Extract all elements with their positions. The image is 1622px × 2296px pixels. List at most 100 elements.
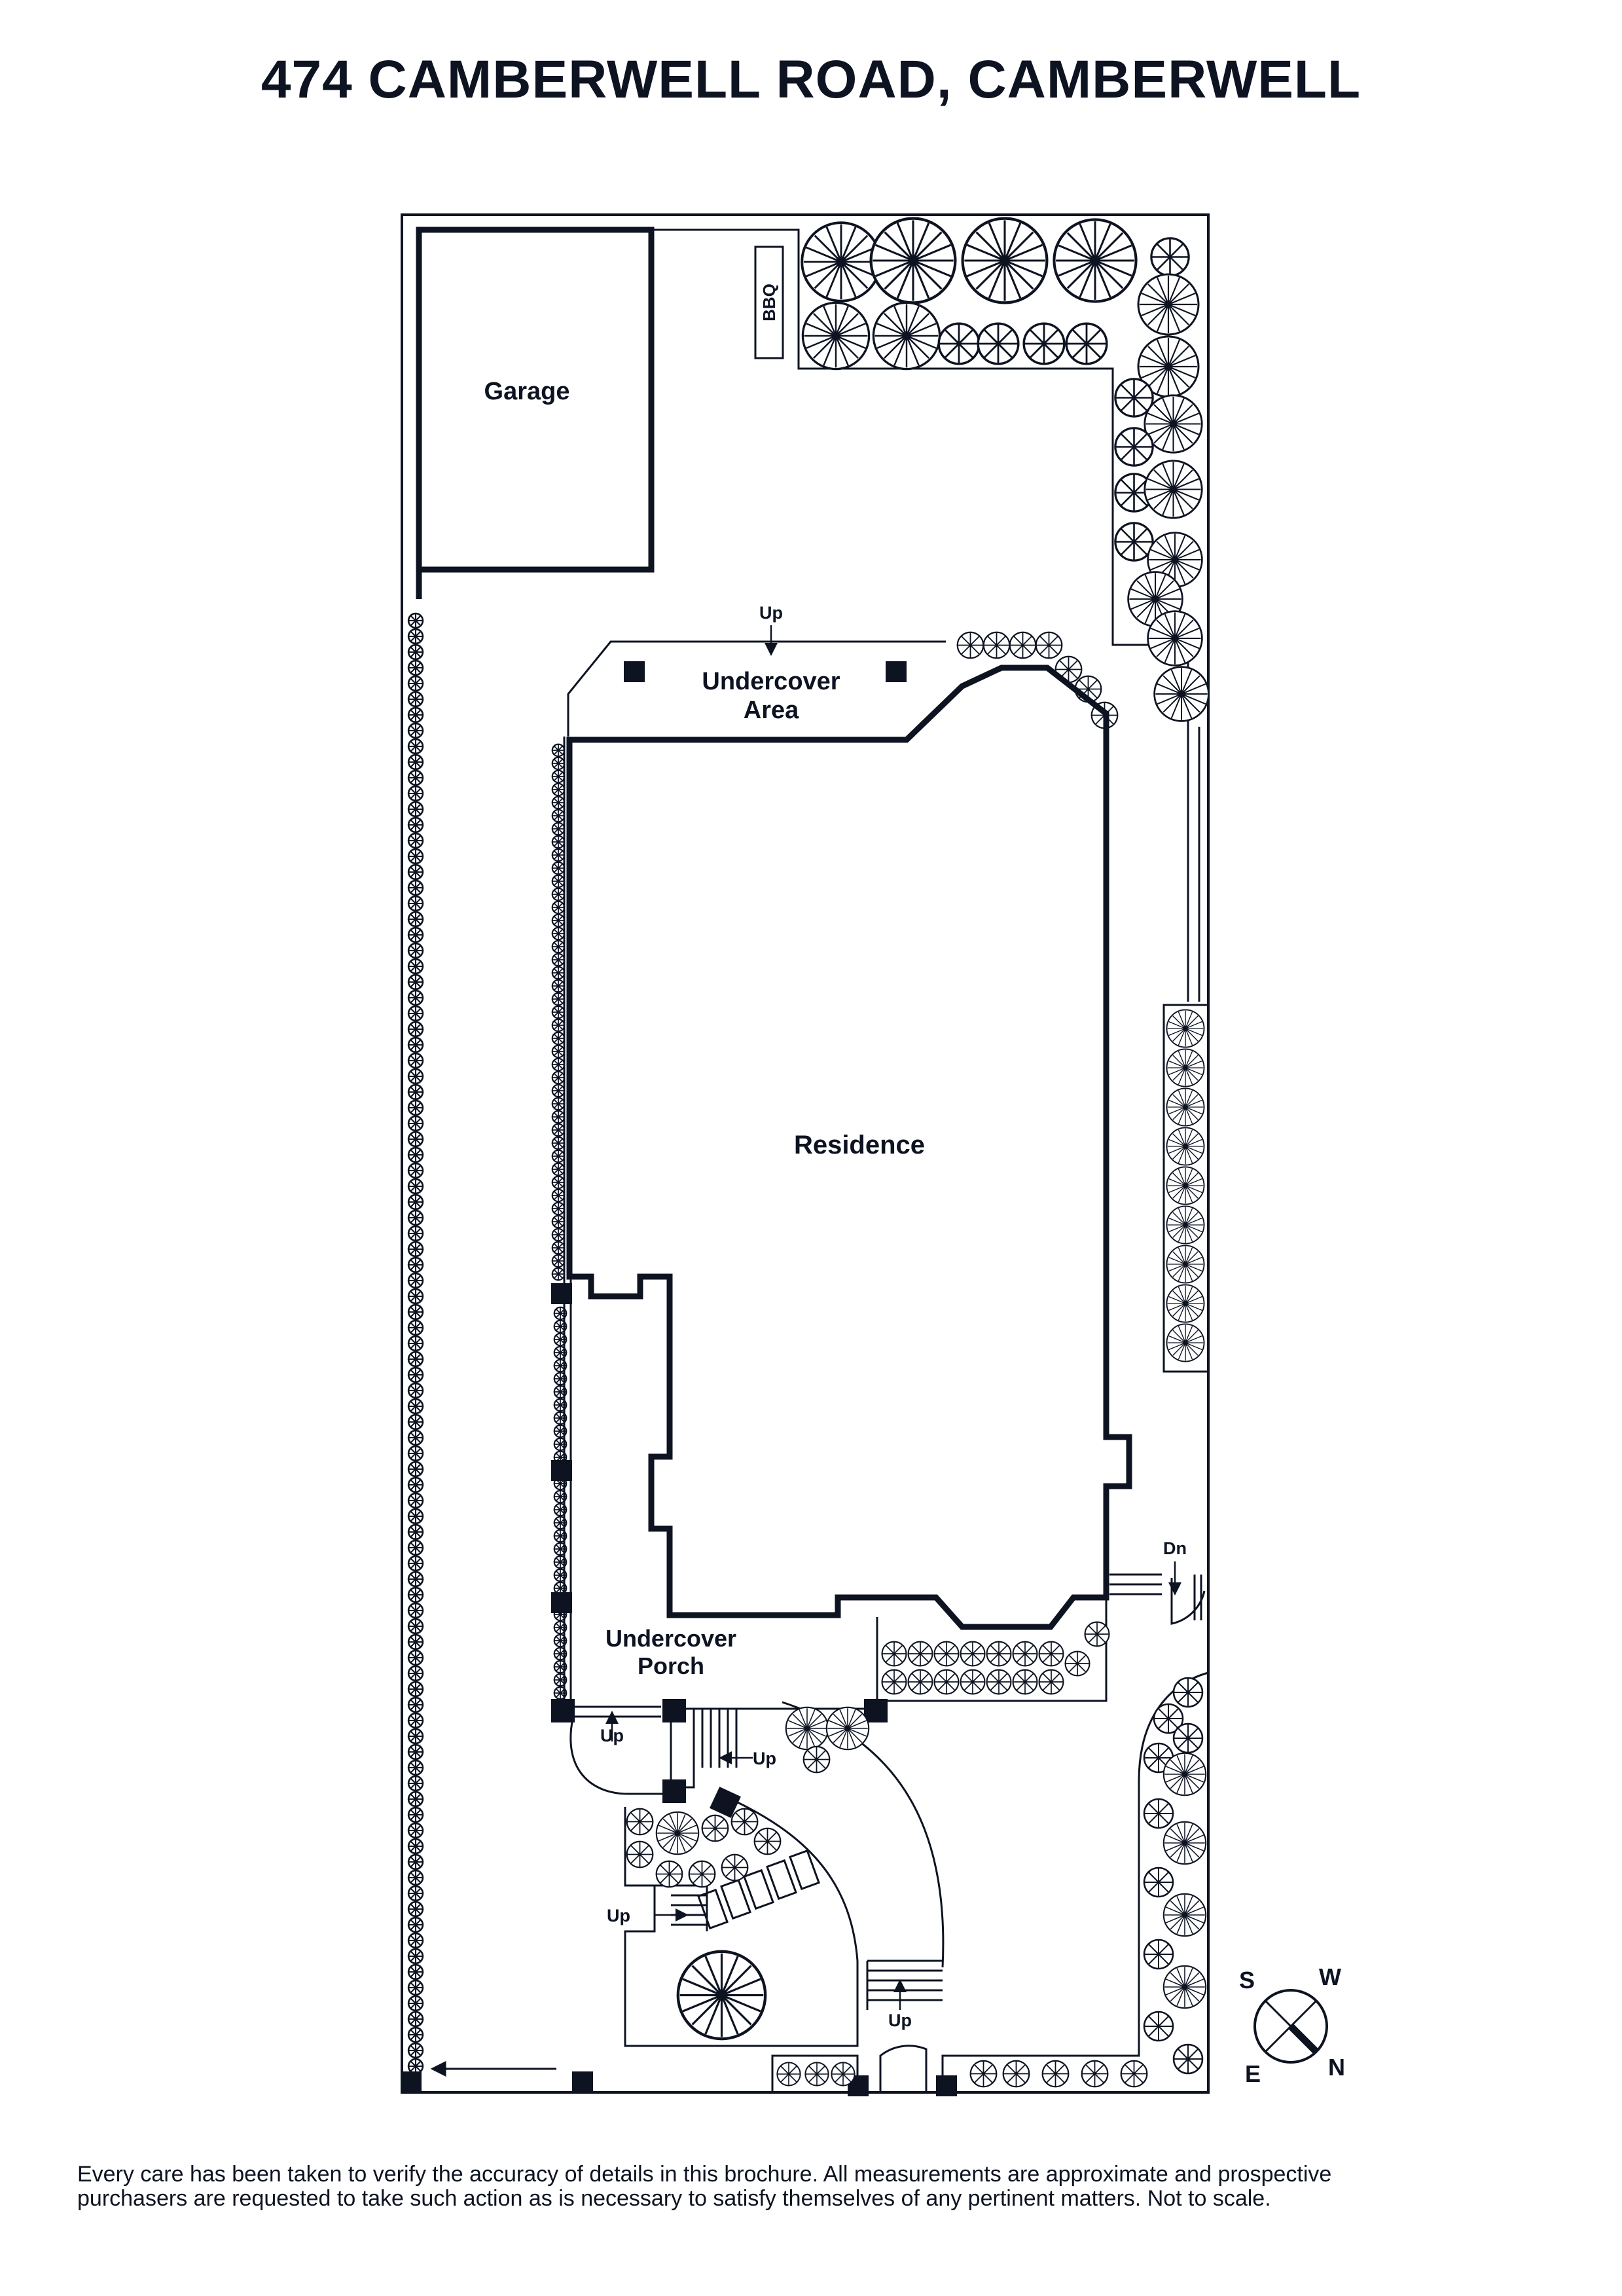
hedge-shrub: [407, 1492, 424, 1509]
undercover-porch-label-2: Porch: [638, 1652, 704, 1679]
garage-label: Garage: [484, 378, 570, 405]
right-bed-trees: [1166, 1009, 1205, 1362]
hedge-shrub: [407, 1068, 424, 1085]
hedge-shrub: [407, 1272, 424, 1289]
disclaimer: Every care has been taken to verify the …: [77, 2162, 1557, 2211]
hedge-shrub: [407, 706, 424, 723]
hedge-shrub: [551, 743, 566, 757]
stair-label: Up: [753, 1749, 776, 1768]
hedge-shrub: [551, 782, 566, 797]
hedge-shrub: [407, 1712, 424, 1729]
hedge-shrub: [407, 1413, 424, 1430]
hedge-shrub: [407, 1822, 424, 1839]
hedge-shrub: [407, 895, 424, 912]
hedge-shrub: [407, 1602, 424, 1619]
entry-steps: [573, 1705, 738, 1789]
residence: [566, 665, 1132, 1630]
hedge-shrub: [407, 1146, 424, 1163]
hedge-shrub: [407, 1633, 424, 1650]
hedge-shrub: [407, 974, 424, 991]
hedge-shrub: [407, 1869, 424, 1886]
hedge-shrub: [407, 1571, 424, 1588]
stair-label: Up: [888, 2011, 912, 2030]
hedge-shrub: [407, 1445, 424, 1462]
residence-label: Residence: [794, 1131, 925, 1159]
hedge-shrub: [407, 1806, 424, 1823]
side-steps: [1109, 1573, 1206, 1625]
hedge-shrub: [407, 1963, 424, 1980]
hedge-shrub: [551, 913, 566, 928]
hedge-shrub: [407, 1681, 424, 1698]
stair-label-down: Dn: [1163, 1539, 1187, 1558]
hedge-shrub: [551, 1228, 566, 1242]
pavers: [697, 1849, 820, 1930]
hedge-shrub: [551, 939, 566, 954]
hedge-shrub: [551, 1018, 566, 1032]
undercover-area-label-2: Area: [744, 697, 799, 724]
hedge-shrub: [551, 1005, 566, 1019]
hedge-shrub: [551, 953, 566, 967]
hedge-shrub: [407, 1743, 424, 1760]
hedge-shrub: [407, 1115, 424, 1132]
hedge-shrub: [551, 1241, 566, 1255]
hedge-shrub: [407, 1209, 424, 1226]
hedge-shrub: [407, 1916, 424, 1933]
hedge-shrub: [407, 2042, 424, 2059]
hedge-shrub: [407, 801, 424, 818]
hedge-shrub: [551, 1123, 566, 1137]
hedge-shrub: [407, 1759, 424, 1776]
hedge-shrub: [407, 958, 424, 975]
compass-south: S: [1239, 1967, 1255, 1994]
hedge-shrub: [407, 1319, 424, 1336]
hedge-shrub: [407, 2011, 424, 2028]
hedge-shrub: [407, 1979, 424, 1996]
hedge-shrub: [551, 809, 566, 823]
hedge-shrub: [407, 1429, 424, 1446]
hedge-shrub: [551, 1201, 566, 1216]
hedge-shrub: [407, 1382, 424, 1399]
hedge-shrub: [551, 900, 566, 915]
hedge-shrub: [407, 848, 424, 865]
bbq-label: BBQ: [759, 283, 779, 321]
hedge-shrub: [407, 816, 424, 833]
hedge-shrub: [551, 887, 566, 902]
hedge-shrub: [407, 628, 424, 645]
hedge-shrub: [407, 722, 424, 739]
undercover-area: [567, 640, 946, 737]
hedge-shrub: [551, 1149, 566, 1163]
hedge-shrub: [551, 1031, 566, 1046]
hedge-shrub: [407, 1901, 424, 1918]
hedge-shrub: [407, 738, 424, 755]
hedge-shrub: [407, 1476, 424, 1493]
hedge-shrub: [407, 989, 424, 1006]
hedge-shrub: [551, 979, 566, 993]
compass-icon: [1253, 1989, 1328, 2064]
hedge-shrub: [407, 2026, 424, 2043]
front-right-trees: [969, 1677, 1207, 2088]
hedge-shrub: [407, 879, 424, 896]
hedge-shrub: [407, 1288, 424, 1305]
disclaimer-line: Every care has been taken to verify the …: [77, 2162, 1332, 2187]
hedge-shrub: [407, 1241, 424, 1258]
hedge-shrub: [407, 1775, 424, 1792]
hedge-shrub: [551, 1136, 566, 1150]
undercover-porch-label-1: Undercover: [605, 1625, 736, 1652]
hedge-shrub: [551, 1097, 566, 1111]
hedge-shrub: [407, 1728, 424, 1745]
hedge-shrub: [407, 1932, 424, 1949]
gate-post: [572, 2071, 593, 2092]
hedge-shrub: [551, 966, 566, 980]
hedge-shrub: [407, 1194, 424, 1211]
stair-label: Up: [607, 1906, 630, 1925]
hedge-shrub: [407, 1052, 424, 1069]
hedge-shrub: [551, 1254, 566, 1268]
hedge-shrub: [407, 612, 424, 629]
hedge-shrub: [551, 1188, 566, 1203]
hedge-shrub: [407, 832, 424, 849]
hedge-shrub: [551, 1044, 566, 1059]
hedge-shrub: [551, 795, 566, 810]
garage: [416, 227, 655, 573]
hedge-shrub: [407, 1303, 424, 1321]
hedge-shrub: [551, 1070, 566, 1085]
hedge-shrub: [551, 874, 566, 888]
